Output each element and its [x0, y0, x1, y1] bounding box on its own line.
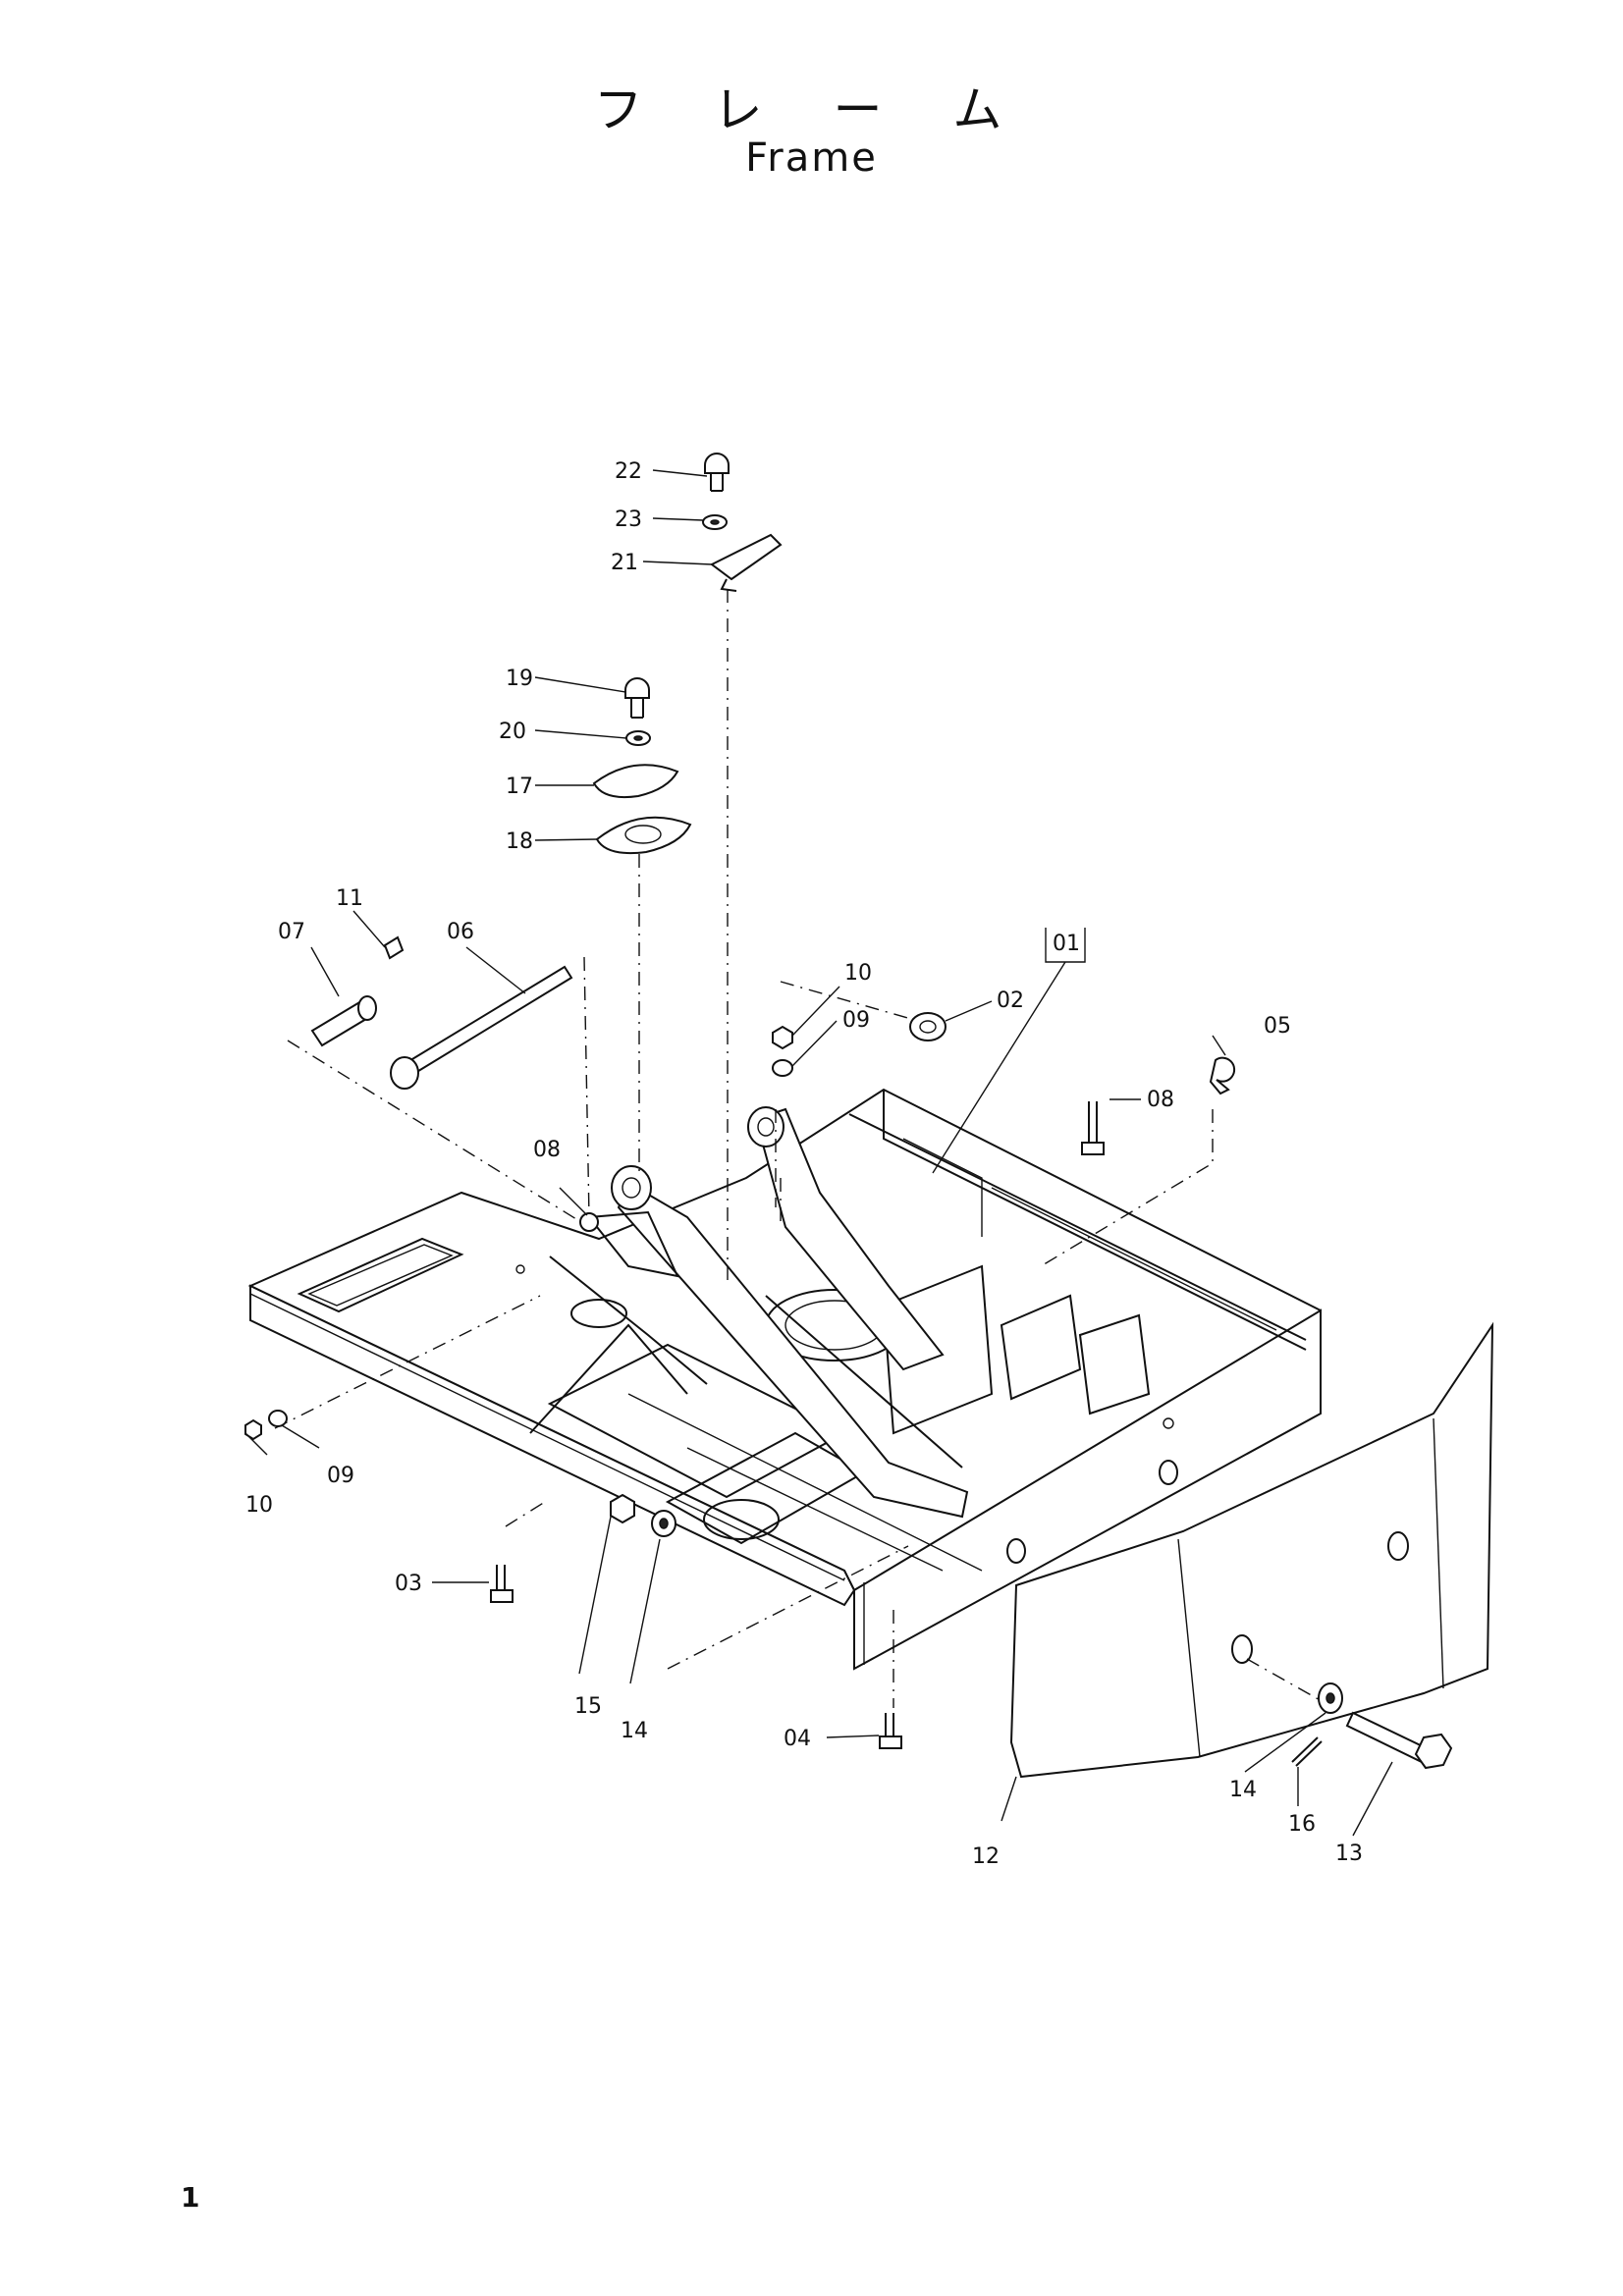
- callout-07: 07: [278, 920, 305, 944]
- page-number: 1: [181, 2181, 200, 2214]
- callout-16: 16: [1288, 1812, 1316, 1837]
- callout-22: 22: [615, 459, 642, 484]
- callout-11: 11: [336, 886, 363, 911]
- counterweight: [1009, 1321, 1494, 1779]
- callout-08-right: 08: [1147, 1088, 1174, 1112]
- callout-labels: 22 23 21 19 20 17 18 11 07 06 01 10 09 0…: [245, 459, 1363, 1869]
- callout-20: 20: [499, 720, 526, 744]
- callout-02: 02: [997, 988, 1024, 1013]
- callout-10-top: 10: [844, 961, 872, 986]
- leader-lines: [244, 469, 1393, 1837]
- callout-21: 21: [611, 551, 638, 575]
- callout-10-left: 10: [245, 1493, 273, 1518]
- callout-09-left: 09: [327, 1464, 354, 1488]
- callout-03: 03: [395, 1572, 422, 1596]
- callout-14-left: 14: [621, 1719, 648, 1743]
- callout-08-left: 08: [533, 1138, 561, 1162]
- callout-13: 13: [1335, 1842, 1363, 1866]
- callout-18: 18: [506, 829, 533, 854]
- callout-01: 01: [1053, 932, 1080, 956]
- page-title-english: Frame: [745, 135, 878, 181]
- callout-23: 23: [615, 507, 642, 532]
- callout-04: 04: [784, 1727, 811, 1751]
- assembly-lines: [274, 589, 1331, 1708]
- boom-bracket: [529, 1106, 969, 1519]
- callout-09-top: 09: [842, 1008, 870, 1033]
- page-title-japanese: フ レ ー ム: [593, 81, 1030, 138]
- callout-05: 05: [1264, 1014, 1291, 1039]
- callout-19: 19: [506, 667, 533, 691]
- callout-15: 15: [574, 1694, 602, 1719]
- callout-17: 17: [506, 774, 533, 799]
- small-parts: [244, 453, 1453, 1770]
- callout-14-right: 14: [1229, 1778, 1257, 1802]
- callout-06: 06: [447, 920, 474, 944]
- callout-12: 12: [972, 1844, 1000, 1869]
